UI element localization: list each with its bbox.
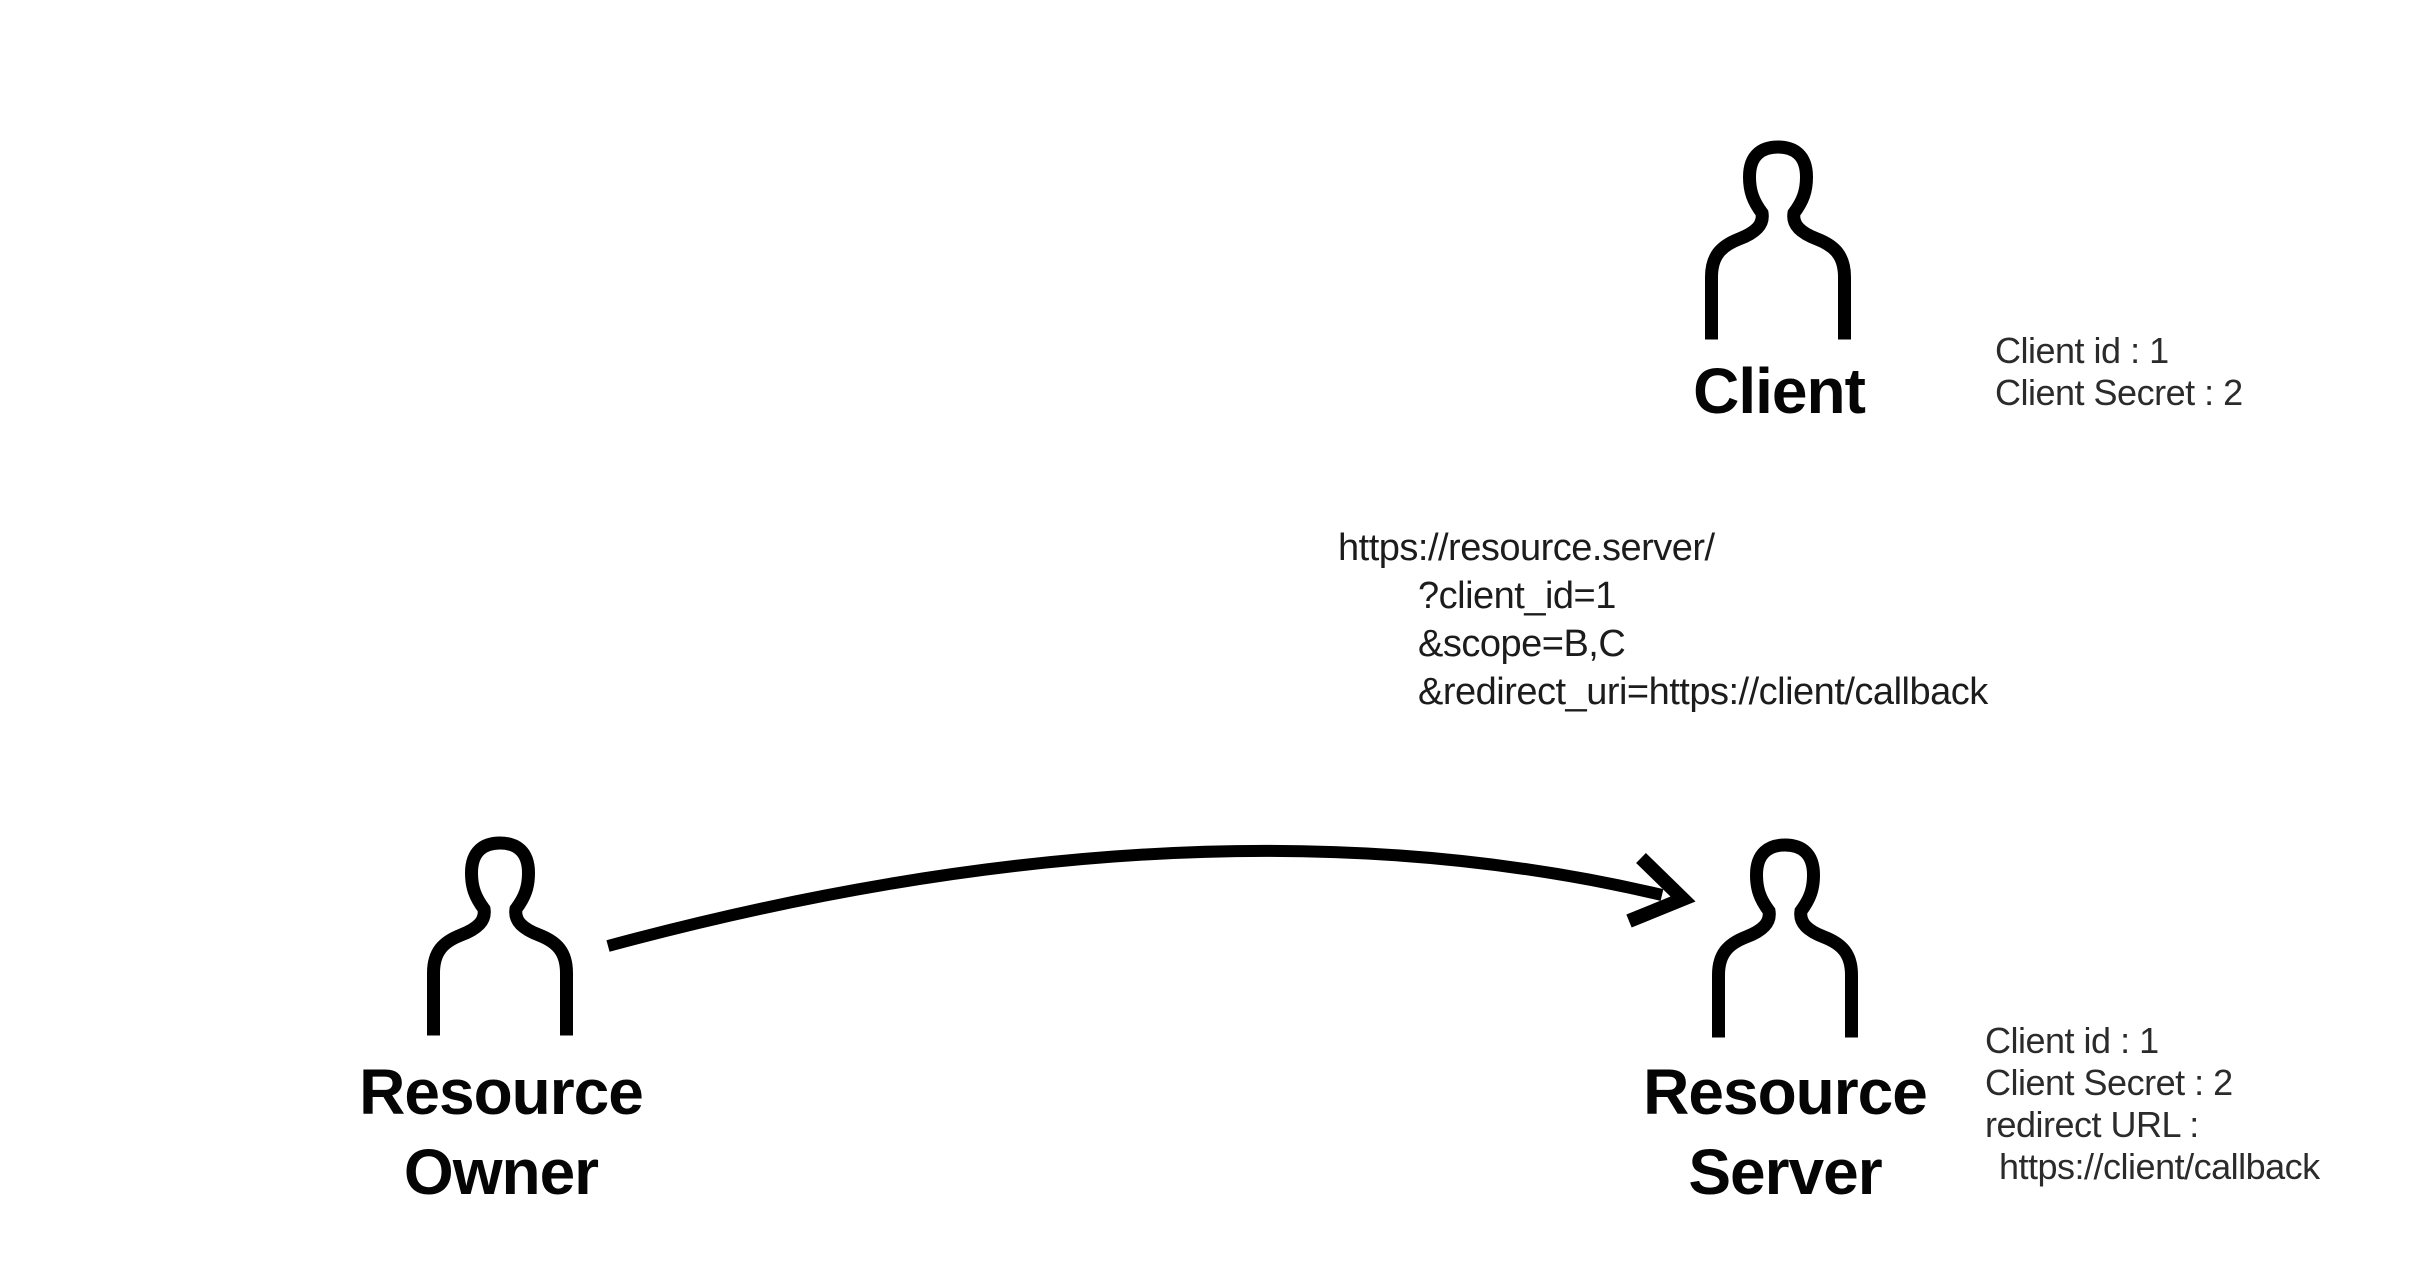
client-name: Client [1693, 355, 1866, 427]
server-client-id-text: Client id : 1 [1985, 1020, 2159, 1061]
server-redirect-url-label: redirect URL : [1985, 1104, 2199, 1145]
url-param-client-id: ?client_id=1 [1418, 575, 1616, 617]
authorization-request-url: https://resource.server/ ?client_id=1 &s… [1338, 524, 1988, 716]
resource-owner-actor-label: Resource Owner [351, 1052, 651, 1212]
server-client-secret-text: Client Secret : 2 [1985, 1062, 2233, 1103]
resource-owner-name-line2: Owner [403, 1136, 599, 1208]
client-person-icon [1705, 139, 1851, 346]
url-param-redirect-uri: &redirect_uri=https://client/callback [1418, 671, 1988, 713]
resource-owner-person-icon [427, 835, 573, 1042]
resource-owner-name-line1: Resource [359, 1056, 644, 1128]
url-base: https://resource.server/ [1338, 527, 1715, 569]
client-credentials-note: Client id : 1 Client Secret : 2 [1995, 330, 2243, 414]
client-actor-label: Client [1629, 359, 1929, 423]
resource-server-name-line1: Resource [1643, 1056, 1928, 1128]
client-secret-text: Client Secret : 2 [1995, 372, 2243, 413]
client-id-text: Client id : 1 [1995, 330, 2169, 371]
resource-server-name-line2: Server [1688, 1136, 1882, 1208]
resource-server-person-icon [1712, 837, 1858, 1044]
url-param-scope: &scope=B,C [1418, 623, 1626, 665]
resource-server-actor-label: Resource Server [1635, 1052, 1935, 1212]
server-registration-note: Client id : 1 Client Secret : 2 redirect… [1985, 1020, 2320, 1188]
server-redirect-url-value: https://client/callback [1999, 1146, 2320, 1187]
